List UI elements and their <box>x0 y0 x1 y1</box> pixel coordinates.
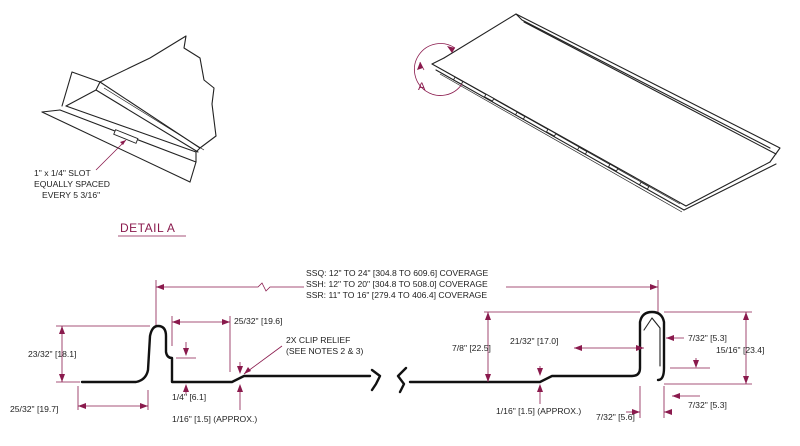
detail-callout-letter: A <box>418 81 426 93</box>
rib-slots <box>452 76 650 190</box>
isometric-panel-view: A <box>414 13 781 213</box>
dim-right-height: 7/8" [22.5] <box>452 343 491 353</box>
coverage-ssh: SSH: 12" TO 20" [304.8 TO 508.0] COVERAG… <box>306 279 488 289</box>
dim-right-total: 15/16" [23.4] <box>716 345 764 355</box>
dim-right-hem: 7/32" [5.3] <box>688 333 727 343</box>
break-line <box>396 366 408 394</box>
dim-right-width: 21/32" [17.0] <box>510 336 558 346</box>
left-profile: 23/32" [18.1] 25/32" [19.7] 25/32" [19.6… <box>10 316 382 424</box>
dim-right-relief: 1/16" [1.5] (APPROX.) <box>496 406 581 416</box>
detail-callout-circle <box>414 43 463 96</box>
slot-note-line-1: 1" x 1/4" SLOT <box>34 168 91 178</box>
clip-note-line-1: 2X CLIP RELIEF <box>286 335 350 345</box>
dim-left-leg: 25/32" [19.7] <box>10 404 58 414</box>
detail-title: DETAIL A <box>120 221 175 235</box>
clip-note-line-2: (SEE NOTES 2 & 3) <box>286 346 364 356</box>
coverage-ssr: SSR: 11" TO 16" [279.4 TO 406.4] COVERAG… <box>306 290 487 300</box>
slot-note-line-2: EQUALLY SPACED <box>34 179 110 189</box>
coverage-dimension: SSQ: 12" TO 24" [304.8 TO 609.6] COVERAG… <box>155 268 659 326</box>
slot-note-line-3: EVERY 5 3/16" <box>42 190 100 200</box>
right-profile: 7/8" [22.5] 21/32" [17.0] 7/32" [5.3] 15… <box>408 310 764 422</box>
dim-left-offset: 25/32" [19.6] <box>234 316 282 326</box>
detail-a-view: 1" x 1/4" SLOT EQUALLY SPACED EVERY 5 3/… <box>34 35 217 237</box>
dim-left-relief: 1/16" [1.5] (APPROX.) <box>172 414 257 424</box>
dim-right-bottom-a: 7/32" [5.6] <box>596 412 635 422</box>
dim-left-height: 23/32" [18.1] <box>28 349 76 359</box>
coverage-ssq: SSQ: 12" TO 24" [304.8 TO 609.6] COVERAG… <box>306 268 488 278</box>
dim-right-bottom-b: 7/32" [5.3] <box>688 400 727 410</box>
dim-left-step: 1/4" [6.1] <box>172 392 206 402</box>
slot-icon <box>113 129 139 144</box>
